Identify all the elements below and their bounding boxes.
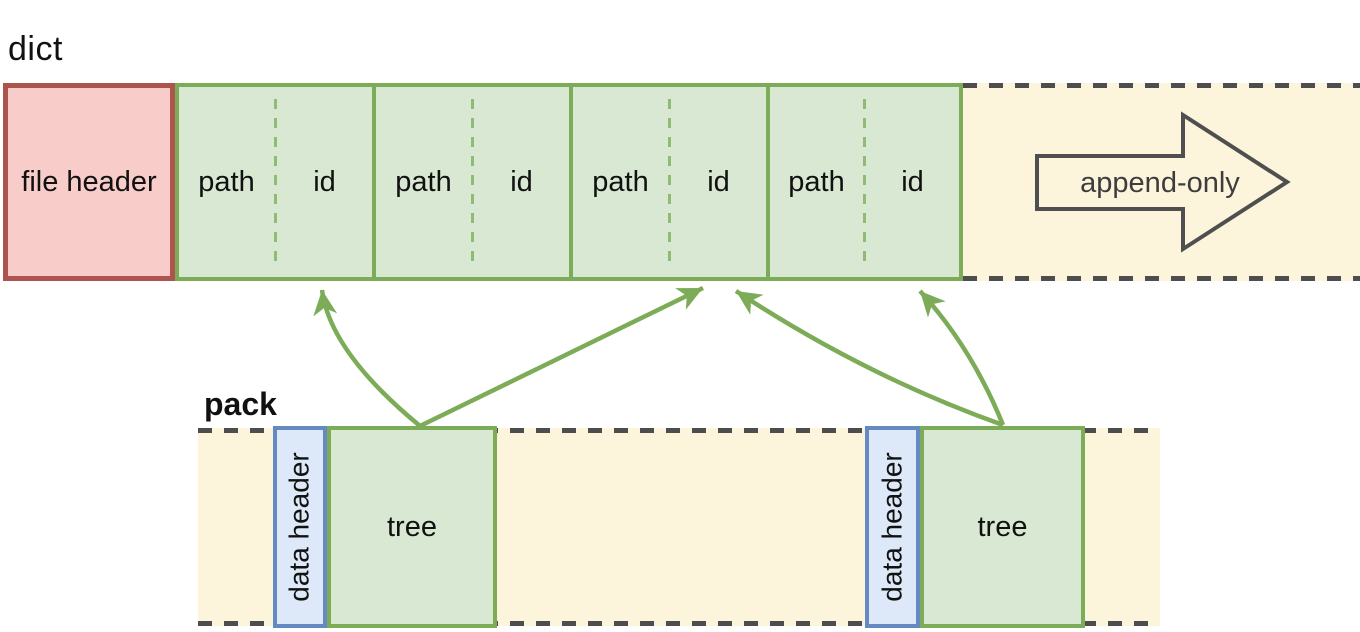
id-label: id — [510, 165, 533, 198]
path-label: path — [592, 165, 649, 198]
file-header-box: file header — [3, 83, 175, 281]
path-id-divider — [668, 99, 671, 265]
data-header-label: data header — [876, 452, 908, 602]
data-header-label: data header — [284, 452, 315, 602]
reference-arrow-tree2-right — [918, 289, 1006, 426]
data-header-box-1: data header — [273, 426, 327, 628]
dict-entry-segment-3: path id — [569, 83, 770, 281]
reference-arrow-tree2-left — [734, 289, 1004, 428]
id-label: id — [313, 165, 336, 198]
dict-section-label: dict — [8, 30, 63, 68]
path-label: path — [198, 165, 255, 198]
pack-region-top-dash — [198, 428, 1160, 433]
append-only-label: append-only — [1080, 166, 1240, 199]
tree-box-1: tree — [327, 426, 497, 628]
id-label: id — [707, 165, 730, 198]
tree-box-2: tree — [920, 426, 1085, 628]
append-region-bottom-dash — [963, 276, 1360, 281]
path-id-divider — [274, 99, 277, 265]
dict-entry-segment-2: path id — [372, 83, 573, 281]
path-label: path — [788, 165, 845, 198]
reference-arrow-tree1-left — [313, 289, 422, 428]
dict-entry-segment-1: path id — [175, 83, 376, 281]
dict-entry-segment-4: path id — [766, 83, 963, 281]
append-region-top-dash — [963, 83, 1360, 88]
data-header-box-2: data header — [865, 426, 920, 628]
id-label: id — [901, 165, 924, 198]
path-label: path — [395, 165, 452, 198]
tree-label: tree — [977, 510, 1028, 543]
path-id-divider — [863, 99, 866, 265]
pack-section-label: pack — [204, 386, 277, 422]
pack-region-bottom-dash — [198, 621, 1160, 626]
path-id-divider — [471, 99, 474, 265]
file-header-label: file header — [21, 165, 157, 198]
reference-arrow-tree1-right — [419, 285, 704, 429]
tree-label: tree — [387, 510, 437, 543]
